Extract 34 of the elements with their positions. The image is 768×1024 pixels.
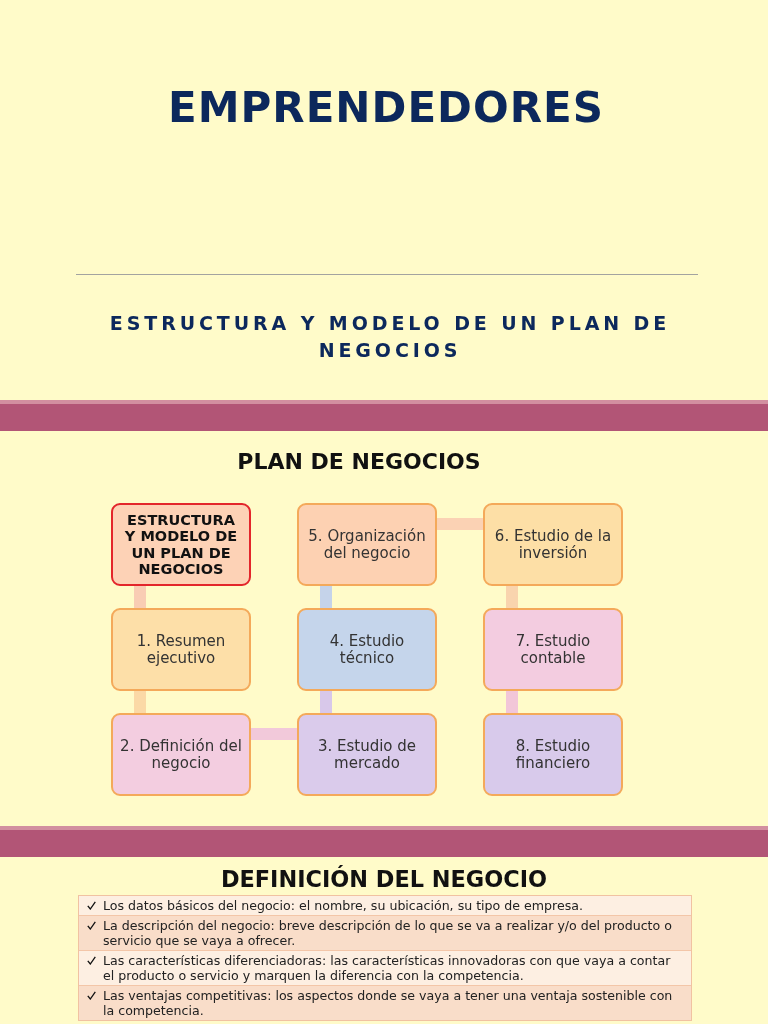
step-label: 6. Estudio de la inversión (493, 528, 613, 561)
page-title: EMPRENDEDORES (168, 83, 604, 132)
section-heading: DEFINICIÓN DEL NEGOCIO (220, 866, 548, 892)
step-label: 2. Definición del negocio (119, 738, 243, 771)
table-text: Las características diferenciadoras: las características innovadoras con que vaya a contar el producto o servicio y marquen la diferencia con la competencia. (103, 953, 672, 983)
process-box (111, 503, 251, 586)
connector-bar (134, 586, 146, 608)
connector-bar (251, 728, 297, 740)
process-box (297, 713, 437, 796)
connector-bar (320, 691, 332, 713)
connector-bar (437, 518, 483, 530)
connector-bar (506, 586, 518, 608)
process-box (483, 713, 623, 796)
table-text: Los datos básicos del negocio: el nombre, su ubicación, su tipo de empresa. (103, 898, 584, 913)
step-label: 5. Organización del negocio (307, 528, 427, 561)
process-box (297, 608, 437, 691)
step-label: 4. Estudio técnico (328, 633, 406, 666)
table-text: Las ventajas competitivas: los aspectos donde se vaya a tener una ventaja sostenible con la competencia. (103, 988, 674, 1018)
connector-bar (320, 586, 332, 608)
step-label: 3. Estudio de mercado (316, 738, 418, 771)
connector-bar (134, 691, 146, 713)
step-label: ESTRUCTURA Y MODELO DE UN PLAN DE NEGOCIOS (123, 511, 239, 578)
connector-bar (506, 691, 518, 713)
process-box (111, 713, 251, 796)
process-box (297, 503, 437, 586)
process-box (483, 608, 623, 691)
subtitle: ESTRUCTURA Y MODELO DE UN PLAN DE NEGOCIOS (108, 311, 672, 363)
step-label: 7. Estudio contable (514, 633, 592, 666)
step-label: 8. Estudio financiero (514, 738, 592, 771)
process-box (483, 503, 623, 586)
process-box (111, 608, 251, 691)
table-text: La descripción del negocio: breve descripción de lo que se va a realizar y/o del producto o servicio que se vaya a ofrecer. (103, 918, 673, 948)
step-label: 1. Resumen ejecutivo (135, 633, 227, 666)
diagram-heading: PLAN DE NEGOCIOS (237, 449, 481, 474)
